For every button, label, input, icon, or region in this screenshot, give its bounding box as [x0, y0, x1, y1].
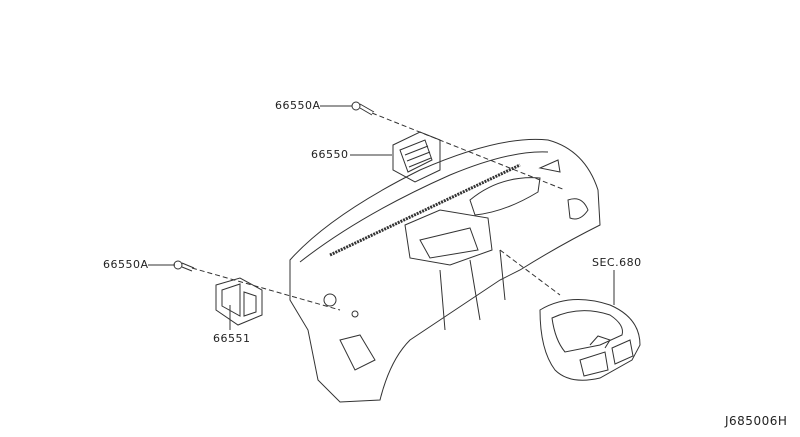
dashed-line-upper: [371, 112, 566, 191]
diagram-id: J685006H: [725, 414, 788, 428]
label-bolt-left: 66550A: [103, 258, 149, 271]
cluster-lid-icon: [539, 299, 641, 381]
label-vent-side: 66551: [213, 332, 251, 345]
side-vent-icon: [215, 277, 263, 326]
label-vent-center: 66550: [311, 148, 349, 161]
label-cluster-lid: SEC.680: [592, 256, 642, 269]
bolt-left-icon: [173, 260, 195, 272]
bolt-upper-icon: [351, 101, 375, 116]
label-bolt-upper: 66550A: [275, 99, 321, 112]
dashed-line-cluster: [499, 249, 561, 296]
dashed-line-left: [191, 267, 341, 311]
center-vent-icon: [392, 131, 441, 183]
instrument-panel: [289, 138, 601, 403]
